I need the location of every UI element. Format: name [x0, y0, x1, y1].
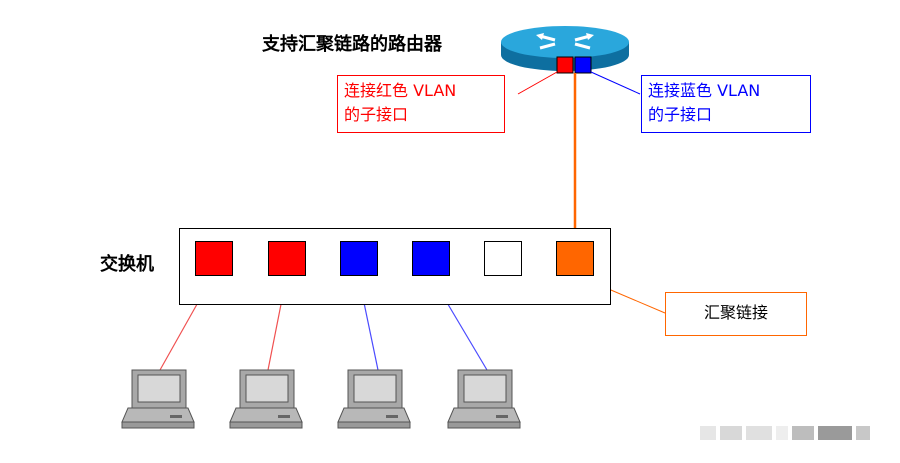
switch-port-6-trunk — [556, 241, 594, 276]
watermark — [700, 426, 870, 440]
computer-icon — [337, 369, 411, 429]
switch-port-1 — [195, 241, 233, 276]
router-blue-subinterface — [574, 56, 592, 74]
trunk-link-callout: 汇聚链接 — [665, 292, 807, 336]
switch-port-2 — [268, 241, 306, 276]
router-icon — [501, 26, 629, 71]
switch-title: 交换机 — [100, 254, 154, 275]
router-red-subinterface — [556, 56, 574, 74]
switch-port-3 — [340, 241, 378, 276]
blue-callout-line2: 的子接口 — [648, 105, 713, 124]
red-subinterface-callout: 连接红色 VLAN 的子接口 — [337, 75, 505, 133]
computer-icon — [121, 369, 195, 429]
computer-icon — [229, 369, 303, 429]
switch-port-5 — [484, 241, 522, 276]
router-title: 支持汇聚链路的路由器 — [262, 34, 442, 55]
blue-subinterface-callout: 连接蓝色 VLAN 的子接口 — [641, 75, 811, 133]
blue-callout-leader — [590, 71, 641, 95]
switch-body — [179, 228, 611, 305]
switch-port-4 — [412, 241, 450, 276]
red-callout-leader — [517, 71, 558, 95]
computer-icon — [447, 369, 521, 429]
red-callout-line2: 的子接口 — [344, 105, 409, 124]
blue-callout-line1: 连接蓝色 VLAN — [648, 81, 761, 100]
red-callout-line1: 连接红色 VLAN — [344, 81, 457, 100]
trunk-callout-text: 汇聚链接 — [703, 303, 768, 322]
